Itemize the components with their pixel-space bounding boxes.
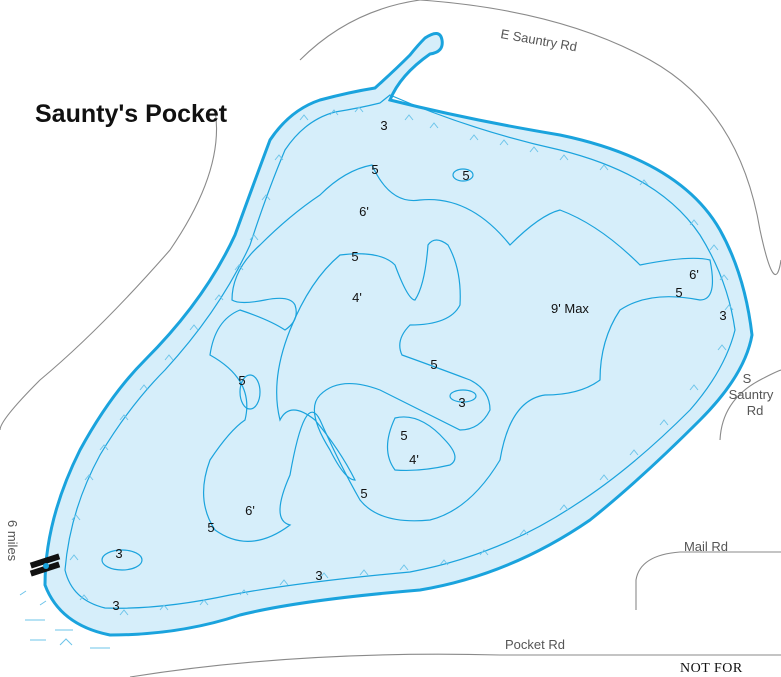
contour-3-sw-shoal (101, 549, 143, 571)
depth-label: 5 (351, 249, 358, 264)
depth-labels: 3 5 5 6' 5 4' 9' Max 6' 5 3 5 5 3 5 4' 5… (112, 118, 726, 613)
road-label-rd: Rd (747, 403, 764, 418)
depth-label: 3 (115, 546, 122, 561)
depth-label: 4' (352, 290, 362, 305)
contour-5 (202, 164, 713, 542)
depth-label: 5 (207, 520, 214, 535)
depth-label: 3 (719, 308, 726, 323)
road-label-sauntry: Sauntry (729, 387, 774, 402)
depth-label: 3 (380, 118, 387, 133)
vegetation-marsh-icon (19, 106, 734, 649)
depth-label: 5 (238, 373, 245, 388)
road-pocket (129, 653, 781, 677)
map-title: Saunty's Pocket (35, 100, 228, 128)
depth-label: 6' (359, 204, 369, 219)
contour-5-upper-shallow (276, 239, 491, 481)
depth-label: 4' (409, 452, 419, 467)
depth-label: 5 (360, 486, 367, 501)
depth-label: 3 (458, 395, 465, 410)
footer-note: NOT FOR (680, 661, 743, 676)
depth-label: 9' Max (551, 301, 589, 316)
depth-label: 3 (315, 568, 322, 583)
road-west (0, 109, 218, 431)
depth-label: 5 (675, 285, 682, 300)
depth-label: 6' (689, 267, 699, 282)
contour-5-west-island (239, 374, 261, 410)
contour-5-island (452, 168, 474, 182)
contour-3-center (449, 389, 477, 403)
road-s-sauntry (719, 369, 781, 441)
depth-label: 6' (245, 503, 255, 518)
road-label-e-sauntry: E Sauntry Rd (499, 26, 578, 54)
road-e-sauntry-2 (419, 0, 781, 275)
depth-label: 5 (371, 162, 378, 177)
road-label-s: S (743, 371, 752, 386)
side-distance-label: 6 miles (5, 520, 20, 562)
lake-shoreline (43, 32, 754, 637)
contour-5-south-shoal (386, 416, 456, 472)
boat-launch-icon (29, 553, 61, 577)
road-e-sauntry (299, 0, 421, 61)
depth-label: 3 (112, 598, 119, 613)
depth-label: 5 (400, 428, 407, 443)
depth-label: 5 (430, 357, 437, 372)
road-label-pocket: Pocket Rd (505, 637, 565, 652)
depth-label: 5 (462, 168, 469, 183)
road-mail (635, 551, 781, 610)
road-label-mail: Mail Rd (684, 539, 728, 554)
contour-3-outer (64, 94, 736, 609)
